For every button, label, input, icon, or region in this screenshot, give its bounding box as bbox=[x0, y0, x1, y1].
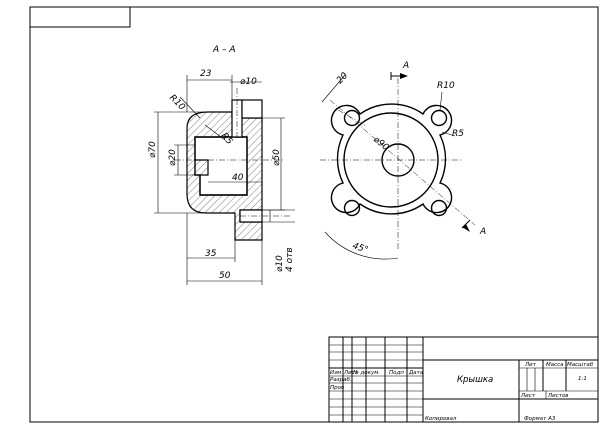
dim-holes-count: 4 отв bbox=[285, 247, 295, 272]
tb-scale-value: 1:1 bbox=[578, 376, 587, 382]
lug-hole-br bbox=[430, 199, 448, 217]
dim-40: 40 bbox=[232, 173, 244, 183]
tb-sign: Подп bbox=[389, 370, 404, 376]
corner-stamp-box bbox=[29, 6, 131, 28]
dim-r5-view: R5 bbox=[452, 129, 464, 139]
tb-date: Дата bbox=[408, 370, 424, 376]
lug-hole-tl bbox=[343, 109, 361, 127]
tb-part-name: Крышка bbox=[457, 375, 493, 385]
tb-copied: Копировал bbox=[425, 416, 457, 422]
dim-35: 35 bbox=[205, 249, 217, 259]
tb-doc-no: № докум. bbox=[352, 370, 380, 376]
lug-hole-bl bbox=[343, 199, 361, 217]
dim-50-horizontal: 50 bbox=[219, 271, 231, 281]
tb-format: Формат А3 bbox=[524, 416, 556, 422]
dim-d10-side: ⌀10 bbox=[275, 255, 285, 272]
section-view: А – А 23 ⌀10 R10 R5 ⌀70 bbox=[148, 45, 295, 285]
section-title: А – А bbox=[212, 45, 236, 55]
flange-outline bbox=[330, 103, 453, 215]
dim-d90: ⌀90 bbox=[371, 135, 391, 154]
title-block: Изм Лист № докум. Подп Дата Разраб. Пров… bbox=[328, 336, 599, 423]
tb-sheet: Лист bbox=[520, 393, 536, 399]
section-mark-bottom: А bbox=[479, 227, 486, 237]
tb-prov: Пров bbox=[330, 385, 344, 391]
dim-r10-view: R10 bbox=[437, 81, 455, 91]
dim-d20: ⌀20 bbox=[168, 149, 178, 166]
dim-r10-section: R10 bbox=[167, 93, 187, 113]
sheet-frame bbox=[29, 6, 599, 423]
tb-izm: Изм bbox=[330, 370, 341, 376]
tb-mass: Масса bbox=[546, 362, 564, 368]
front-view: А А 20 R10 R5 ⌀90 45° bbox=[320, 61, 486, 260]
tb-scale: Масштаб bbox=[567, 362, 594, 368]
dim-d70: ⌀70 bbox=[148, 141, 158, 158]
dim-d10-top: ⌀10 bbox=[240, 77, 257, 87]
dim-d50-vertical: ⌀50 bbox=[272, 149, 282, 166]
dim-angle-45: 45° bbox=[351, 241, 369, 255]
dim-23: 23 bbox=[200, 69, 212, 79]
section-mark-top: А bbox=[402, 61, 409, 71]
tb-lit: Лит bbox=[524, 362, 537, 368]
tb-sheets: Листов bbox=[547, 393, 569, 399]
lug-hole-tr bbox=[430, 109, 448, 127]
tb-razrab: Разраб. bbox=[330, 377, 352, 383]
tb-list-col: Лист bbox=[343, 370, 359, 376]
